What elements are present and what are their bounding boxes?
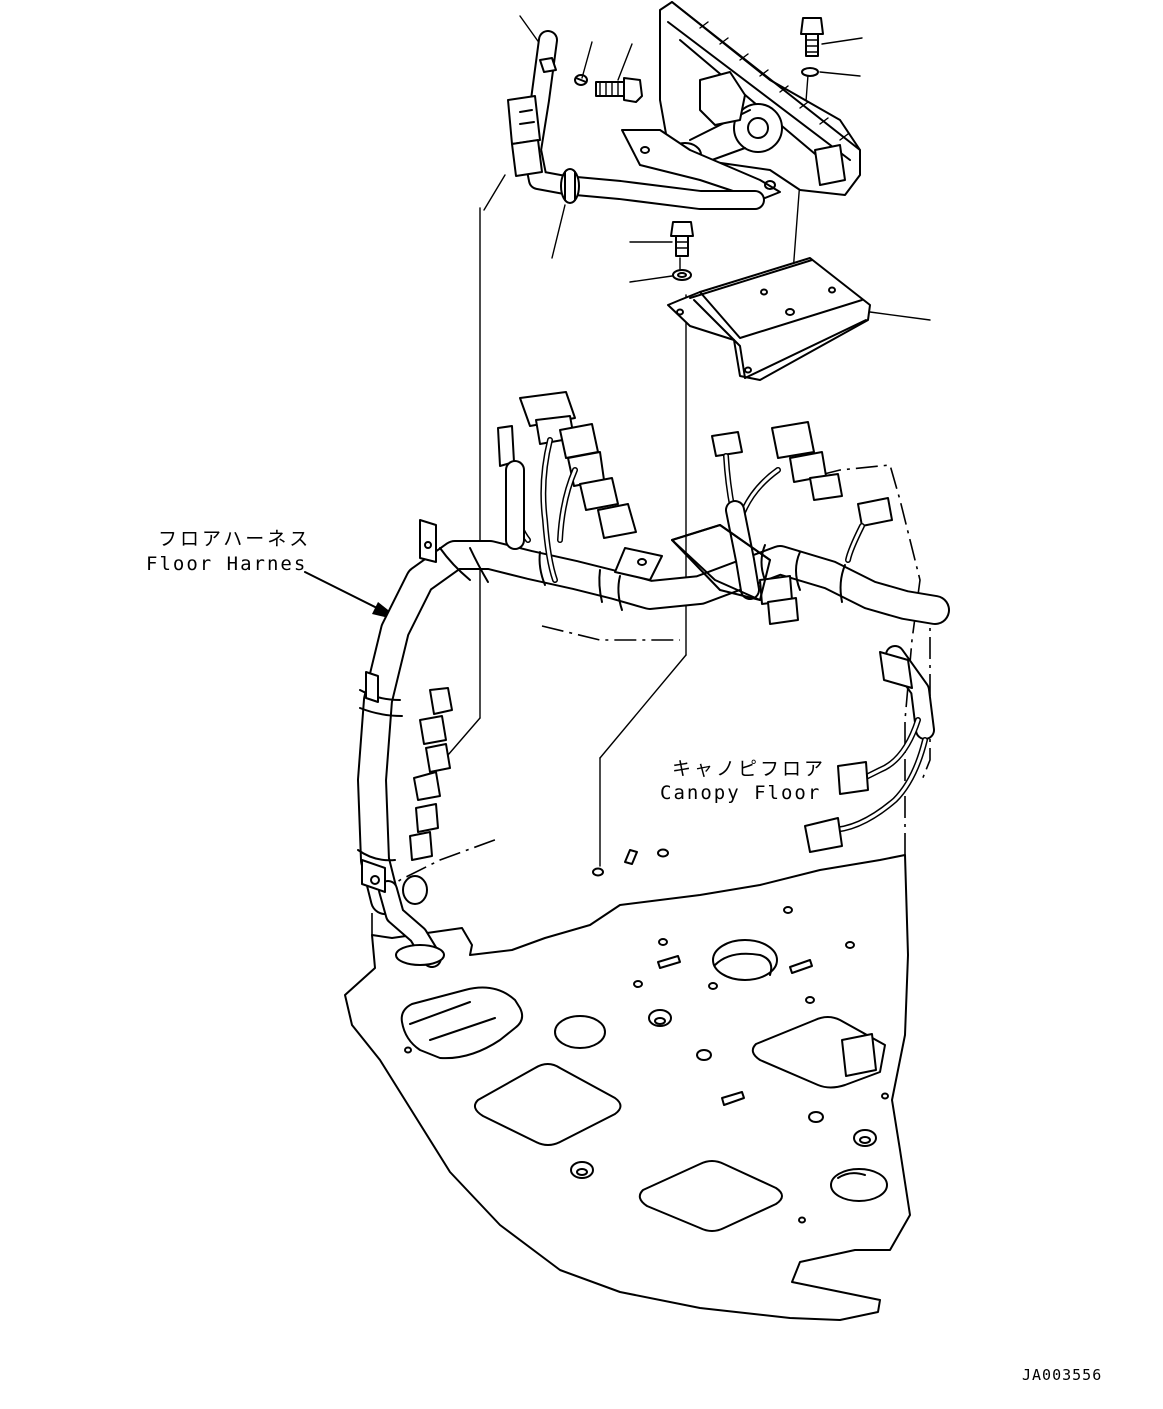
labels: フロアハーネス Floor Harnes キャノピフロア Canopy Floo…	[146, 528, 1102, 1384]
canopy-floor-label-en: Canopy Floor	[660, 782, 821, 804]
switch-cable	[507, 30, 765, 210]
bolt-middle	[670, 221, 694, 257]
bolt-horizontal	[595, 77, 643, 103]
drawing-code: JA003556	[1022, 1366, 1102, 1384]
canopy-floor-plate	[344, 464, 931, 1321]
cover-plate	[667, 257, 871, 381]
floor-harness	[357, 391, 950, 1077]
bolt-top-right	[800, 17, 824, 57]
floor-harness-label-jp: フロアハーネス	[158, 528, 311, 550]
right-connectors	[671, 421, 893, 625]
left-connectors	[409, 687, 453, 861]
hardware	[595, 17, 824, 281]
top-connectors	[497, 391, 637, 583]
washer-middle	[672, 269, 692, 281]
floor-harness-label-en: Floor Harnes	[146, 553, 307, 575]
washer-top-right	[801, 67, 819, 77]
canopy-floor-label-jp: キャノピフロア	[672, 758, 826, 780]
pedal-assembly	[621, 1, 861, 201]
